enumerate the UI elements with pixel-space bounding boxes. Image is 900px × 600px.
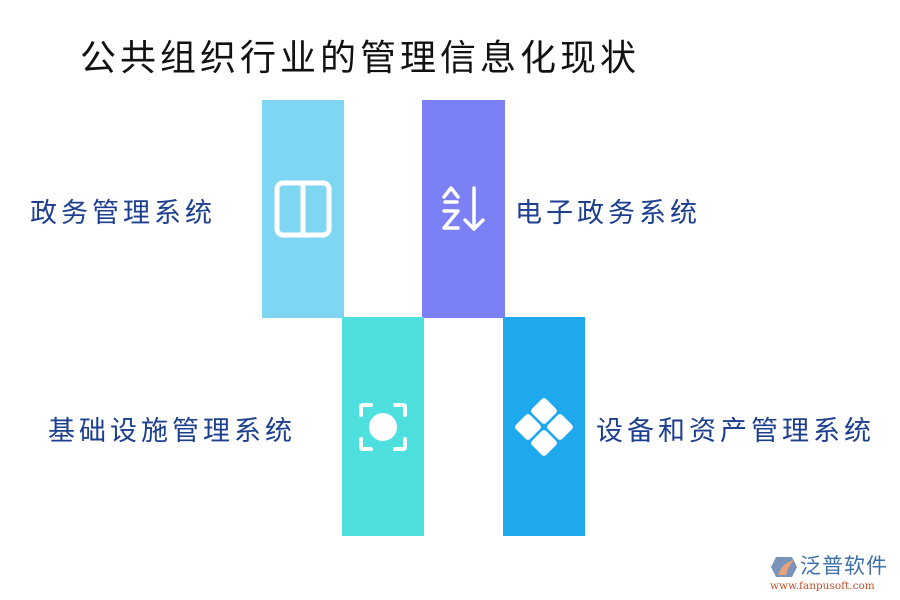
bar-item-2 (422, 100, 505, 318)
bar-item-3 (342, 317, 424, 536)
item-label-1: 政务管理系统 (30, 198, 216, 229)
page-title: 公共组织行业的管理信息化现状 (80, 38, 641, 79)
bar-item-4 (503, 317, 585, 536)
logo-url-text: www.fanpusoft.com (770, 580, 875, 592)
bar-item-1 (262, 100, 344, 318)
item-label-2: 电子政务系统 (515, 198, 701, 229)
logo-mark-icon (771, 557, 797, 577)
item-label-4: 设备和资产管理系统 (596, 416, 875, 447)
sort-az-icon (434, 179, 494, 239)
diamond-grid-icon (514, 397, 574, 457)
logo-brand-text: 泛普软件 (800, 554, 888, 578)
item-label-3: 基础设施管理系统 (48, 416, 296, 447)
brand-logo: 泛普软件 www.fanpusoft.com (768, 553, 893, 595)
focus-capture-icon (353, 397, 413, 457)
split-columns-icon (273, 179, 333, 239)
